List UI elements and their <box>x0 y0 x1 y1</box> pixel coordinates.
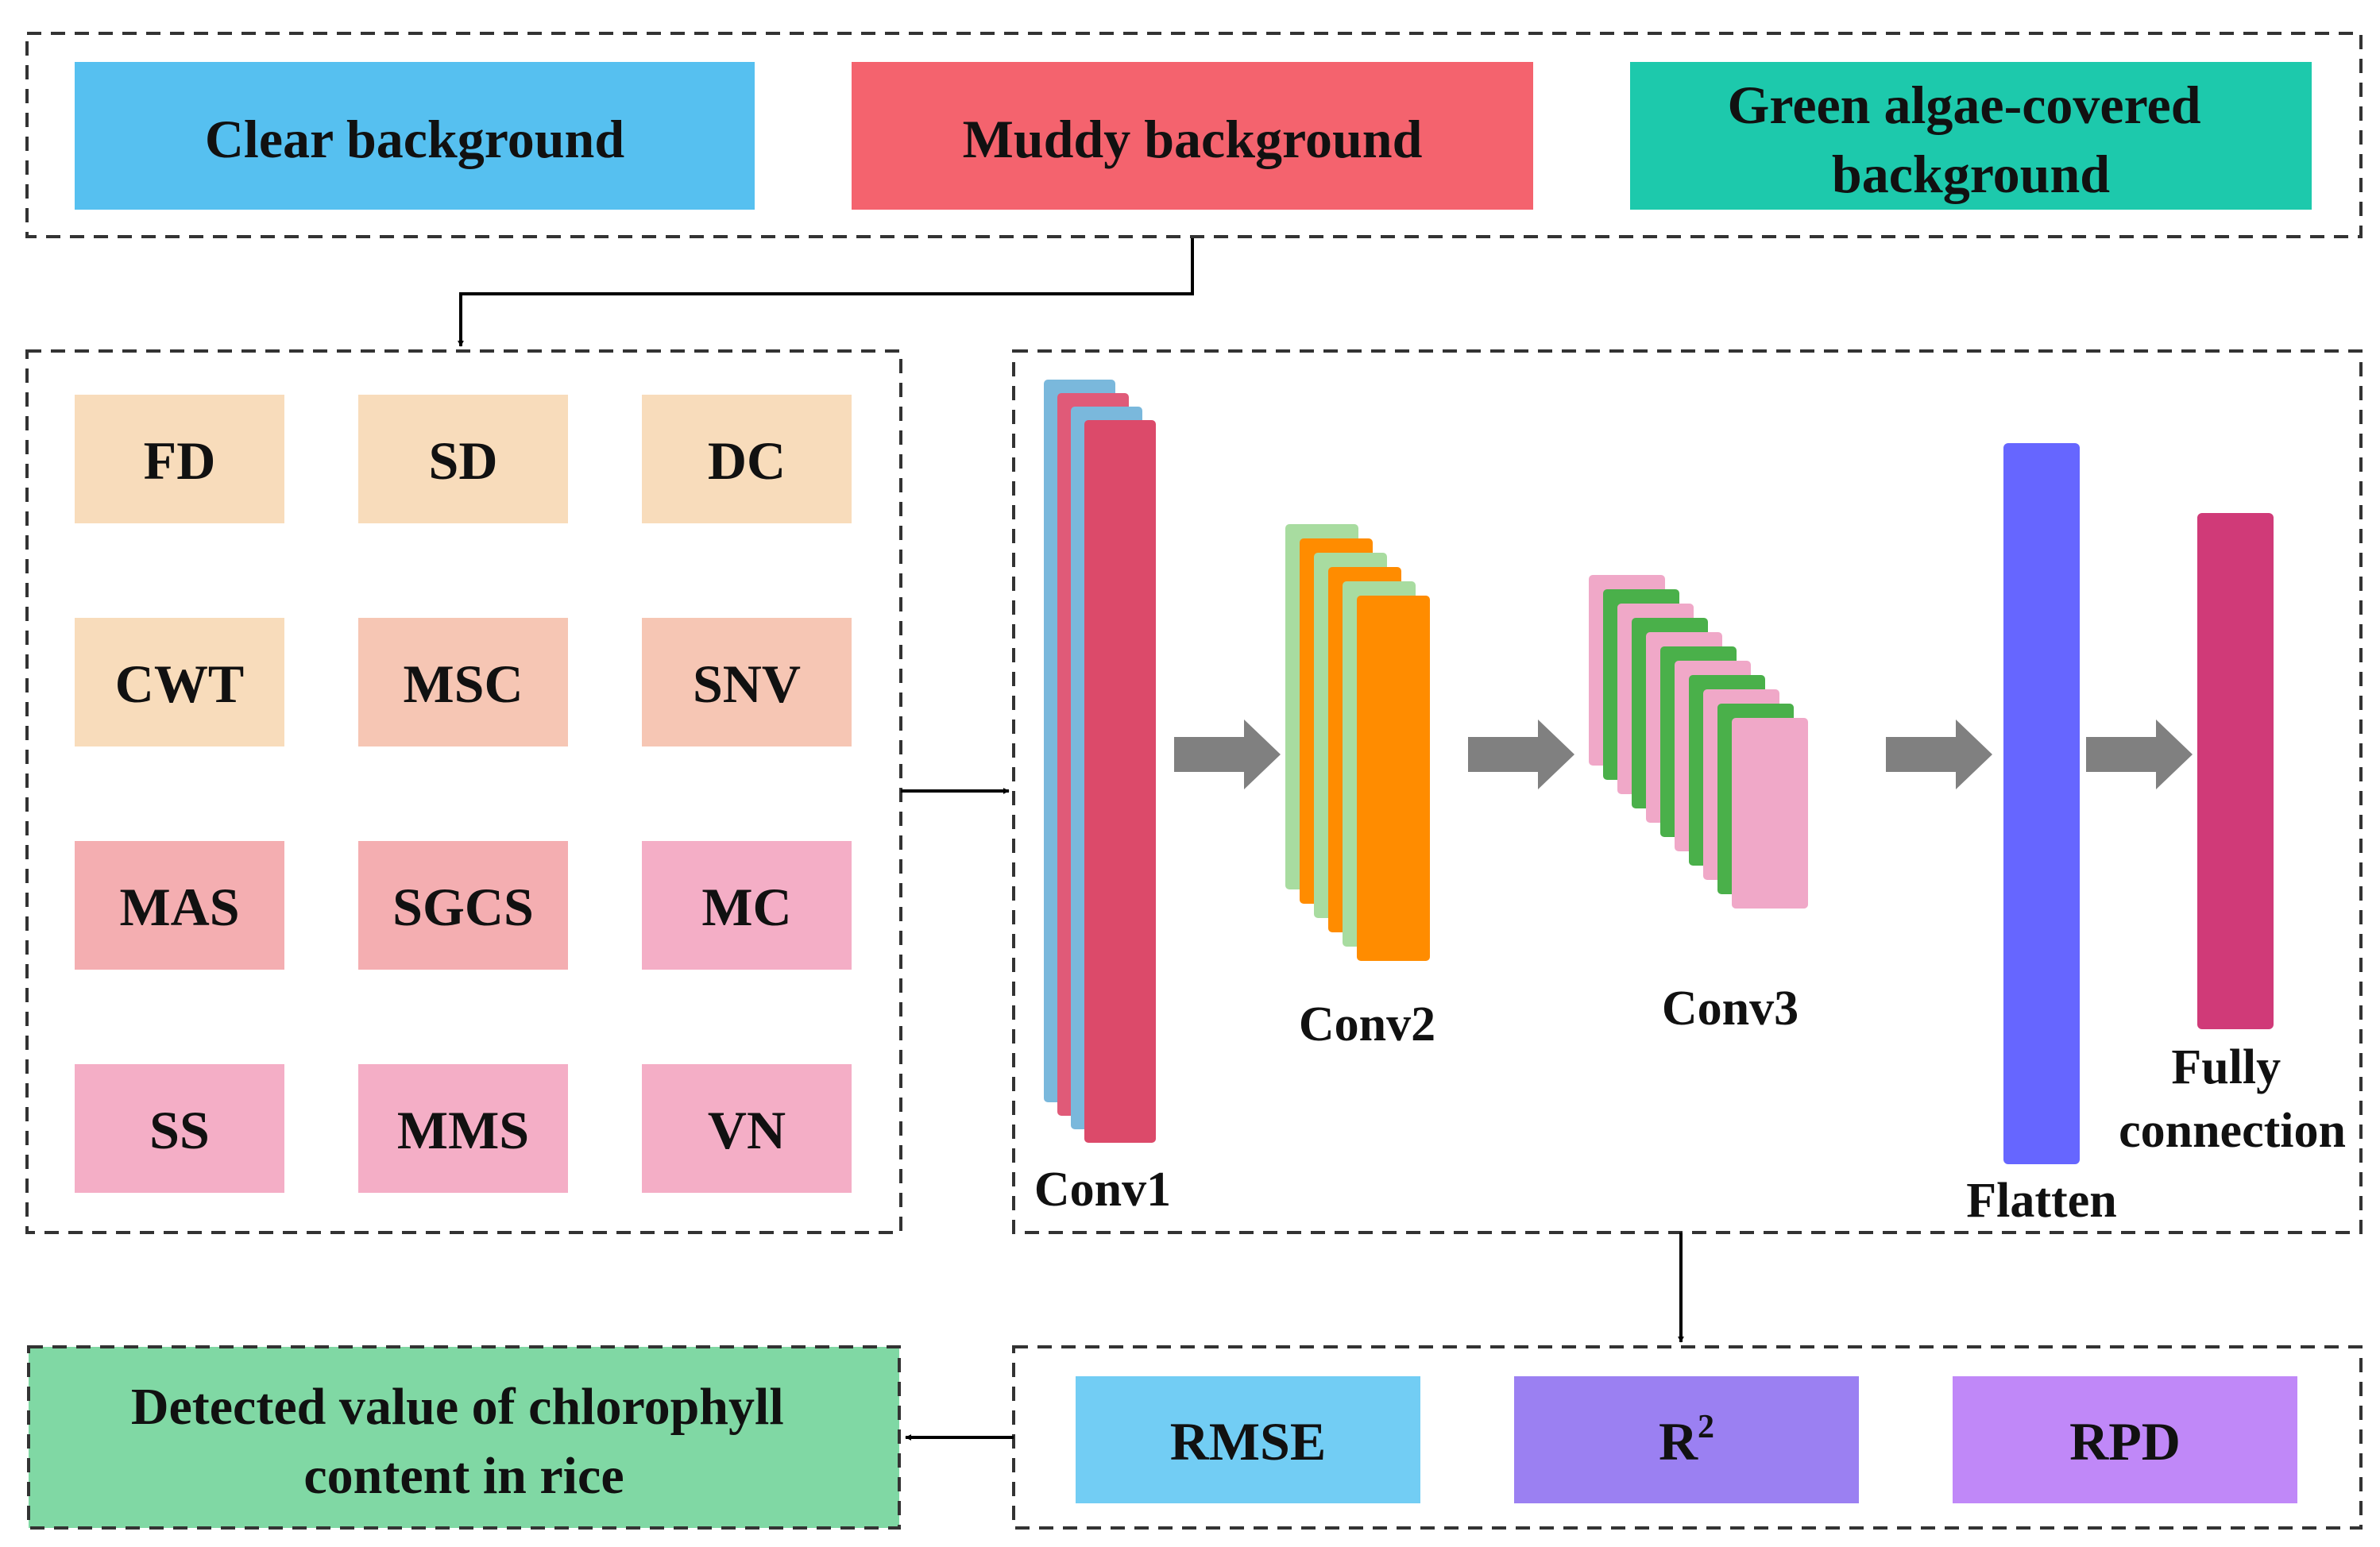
conv3-label: Conv3 <box>1662 982 1799 1036</box>
cnn-architecture: Conv1 Conv2 Conv3 Flatten Fully connecti… <box>1034 380 2346 1228</box>
backgrounds-to-preprocessing-arrow <box>458 238 1194 347</box>
method-box-msc: MSC <box>358 618 568 746</box>
conv2-to-conv3-arrow <box>1468 719 1574 789</box>
conv2-layer-stack <box>1285 524 1430 961</box>
conv3-feature-map <box>1732 718 1808 909</box>
background-box-green-algae: Green algae-covered background <box>1630 62 2312 210</box>
method-label-vn: VN <box>708 1100 786 1160</box>
method-box-vn: VN <box>642 1064 852 1193</box>
metric-label-r2: R2 <box>1659 1409 1714 1472</box>
method-label-mms: MMS <box>397 1100 529 1160</box>
method-label-mas: MAS <box>119 877 239 937</box>
method-box-mas: MAS <box>75 841 284 970</box>
result-label-line1: Detected value of chlorophyll <box>131 1378 784 1436</box>
fully-connection-label-line1: Fully <box>2171 1040 2281 1094</box>
method-label-cwt: CWT <box>115 654 244 714</box>
result-label-line2: content in rice <box>303 1447 624 1505</box>
method-label-fd: FD <box>144 430 216 491</box>
method-box-sd: SD <box>358 395 568 523</box>
metric-box-rmse: RMSE <box>1076 1376 1420 1503</box>
metric-box-rpd: RPD <box>1953 1376 2297 1503</box>
background-label-green-algae-line2: background <box>1832 144 2110 204</box>
method-box-cwt: CWT <box>75 618 284 746</box>
conv3-to-flatten-arrow <box>1886 719 1992 789</box>
conv1-layer-stack <box>1044 380 1156 1143</box>
method-box-mc: MC <box>642 841 852 970</box>
conv2-feature-map <box>1357 596 1430 961</box>
background-box-muddy: Muddy background <box>852 62 1533 210</box>
method-label-msc: MSC <box>403 654 523 714</box>
method-label-snv: SNV <box>693 654 801 714</box>
conv1-label: Conv1 <box>1034 1163 1171 1217</box>
svg-text:Green algae-covered back: Green algae-covered background <box>1727 75 2214 204</box>
background-label-muddy: Muddy background <box>963 109 1423 169</box>
conv1-to-conv2-arrow <box>1174 719 1281 789</box>
method-label-sd: SD <box>429 430 498 491</box>
background-box-clear: Clear background <box>75 62 755 210</box>
flatten-to-fully-arrow <box>2086 719 2193 789</box>
fully-connection-label-line2: connection <box>2119 1104 2346 1158</box>
method-box-sgcs: SGCS <box>358 841 568 970</box>
conv3-layer-stack <box>1589 575 1808 909</box>
metric-label-r2-superscript: 2 <box>1698 1409 1714 1445</box>
fully-connection-layer <box>2197 513 2274 1029</box>
method-box-snv: SNV <box>642 618 852 746</box>
result-box: Detected value of chlorophyll content in… <box>27 1345 901 1530</box>
method-label-dc: DC <box>708 430 786 491</box>
svg-text:Detected value of chlorophyll: Detected value of chlorophyll content in… <box>131 1378 797 1505</box>
method-label-ss: SS <box>149 1100 210 1160</box>
method-box-dc: DC <box>642 395 852 523</box>
method-label-sgcs: SGCS <box>392 877 534 937</box>
preprocessing-grid: FD SD DC CWT MSC SNV MAS SGCS MC SS MMS … <box>75 395 852 1193</box>
cnn-group <box>1012 349 2363 1234</box>
flatten-label: Flatten <box>1966 1174 2116 1228</box>
conv1-feature-map <box>1084 420 1156 1143</box>
method-box-fd: FD <box>75 395 284 523</box>
method-box-ss: SS <box>75 1064 284 1193</box>
svg-text:Clear background: Clear background <box>205 109 625 169</box>
method-box-mms: MMS <box>358 1064 568 1193</box>
background-label-clear: Clear background <box>205 109 625 169</box>
backgrounds-group <box>25 32 2363 238</box>
svg-text:Muddy background: Muddy background <box>963 109 1423 169</box>
background-label-green-algae-line1: Green algae-covered <box>1727 75 2200 135</box>
metric-label-rmse: RMSE <box>1170 1411 1326 1472</box>
method-label-mc: MC <box>701 877 791 937</box>
conv2-label: Conv2 <box>1299 997 1435 1051</box>
svg-text:Fully connection: Fully connection <box>2119 1040 2346 1158</box>
metric-box-r2: R2 <box>1514 1376 1859 1503</box>
flatten-layer <box>2003 443 2080 1164</box>
metric-label-rpd: RPD <box>2069 1411 2181 1472</box>
